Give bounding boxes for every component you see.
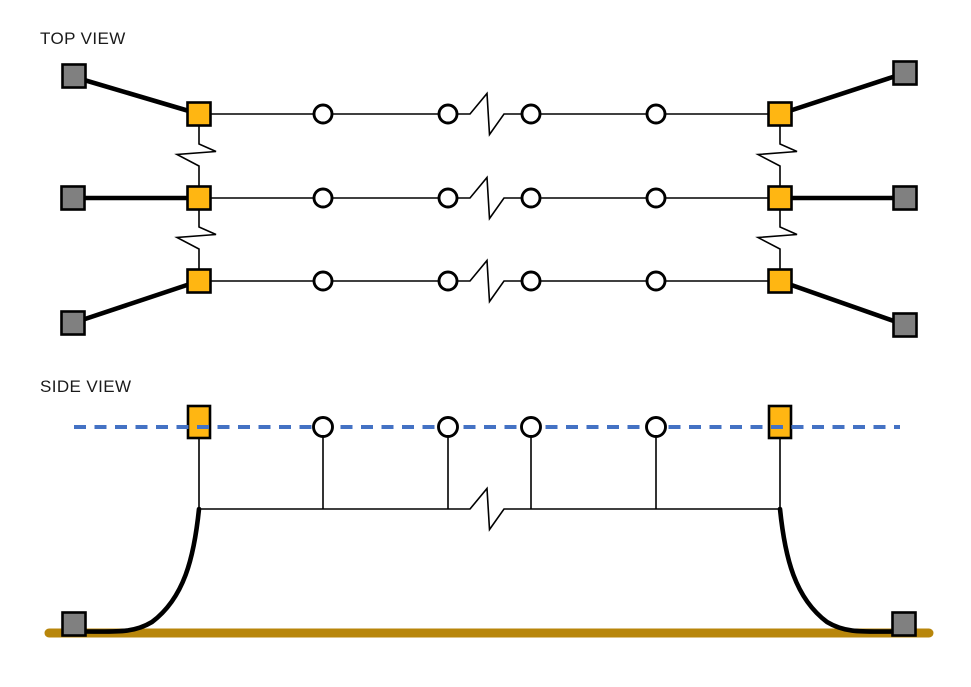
float-circle (520, 103, 542, 125)
top-right-anchor-leg-1 (779, 70, 906, 117)
corner-buoy-square (767, 185, 793, 211)
corner-buoy-square (767, 268, 793, 294)
top-view-section: TOP VIEW (40, 29, 918, 338)
surface-buoy-rect (186, 404, 212, 440)
float-circle (312, 187, 334, 209)
side-view-title: SIDE VIEW (40, 377, 131, 396)
anchor-square (61, 63, 87, 89)
top-left-connector-zigzag-1 (174, 126, 217, 187)
top-row2-mainline-with-break (210, 175, 769, 221)
top-view-title: TOP VIEW (40, 29, 126, 48)
float-circle (437, 187, 459, 209)
float-circle (645, 270, 667, 292)
top-row3-mainline-with-break (210, 258, 769, 304)
top-right-connector-zigzag-2 (755, 209, 798, 270)
float-circle (437, 270, 459, 292)
corner-buoy-square (767, 101, 793, 127)
top-left-connector-zigzag-2 (174, 209, 217, 270)
float-circle (312, 416, 334, 438)
float-circle (645, 103, 667, 125)
anchor-square (892, 312, 918, 338)
float-circle (520, 187, 542, 209)
float-circle (520, 270, 542, 292)
float-circle (645, 187, 667, 209)
top-right-connector-zigzag-1 (755, 126, 798, 187)
top-right-anchor-leg-3 (779, 278, 906, 328)
float-circle (520, 416, 542, 438)
anchor-square (891, 611, 917, 637)
side-view-section: SIDE VIEW (40, 377, 934, 638)
anchor-square (60, 310, 86, 336)
top-row1-mainline-with-break (210, 91, 769, 137)
backbone-line-with-break (199, 486, 780, 532)
anchor-square (892, 60, 918, 86)
float-circle (312, 103, 334, 125)
corner-buoy-square (186, 268, 212, 294)
surface-buoy-rect (767, 404, 793, 440)
anchor-square (60, 185, 86, 211)
anchor-square (61, 611, 87, 637)
top-left-anchor-leg-3 (72, 278, 200, 326)
top-left-anchor-leg-1 (73, 74, 200, 117)
float-circle (437, 103, 459, 125)
right-catenary-line (777, 506, 902, 634)
float-circle (645, 416, 667, 438)
corner-buoy-square (186, 185, 212, 211)
float-circle (312, 270, 334, 292)
anchor-square (892, 185, 918, 211)
corner-buoy-square (186, 101, 212, 127)
float-circle (437, 416, 459, 438)
left-catenary-line (77, 506, 202, 634)
